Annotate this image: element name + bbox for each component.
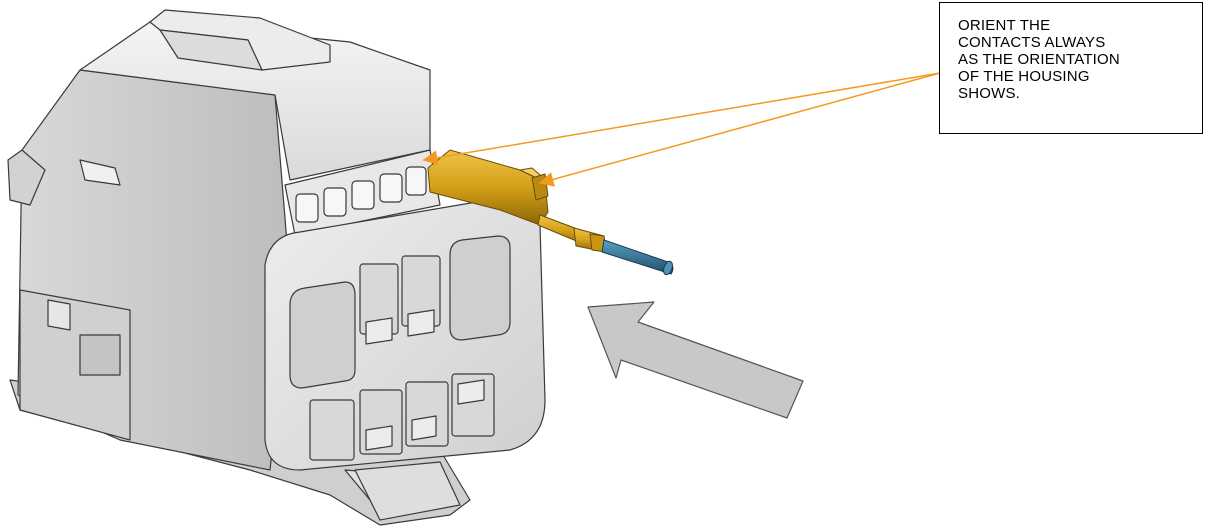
terminal-contact — [427, 149, 607, 253]
connector-housing — [7, 9, 546, 526]
callout-leader-lines — [422, 72, 941, 187]
orientation-callout: ORIENT THE CONTACTS ALWAYS AS THE ORIENT… — [939, 2, 1203, 134]
wire — [601, 239, 674, 276]
insertion-direction-arrow — [587, 301, 804, 419]
